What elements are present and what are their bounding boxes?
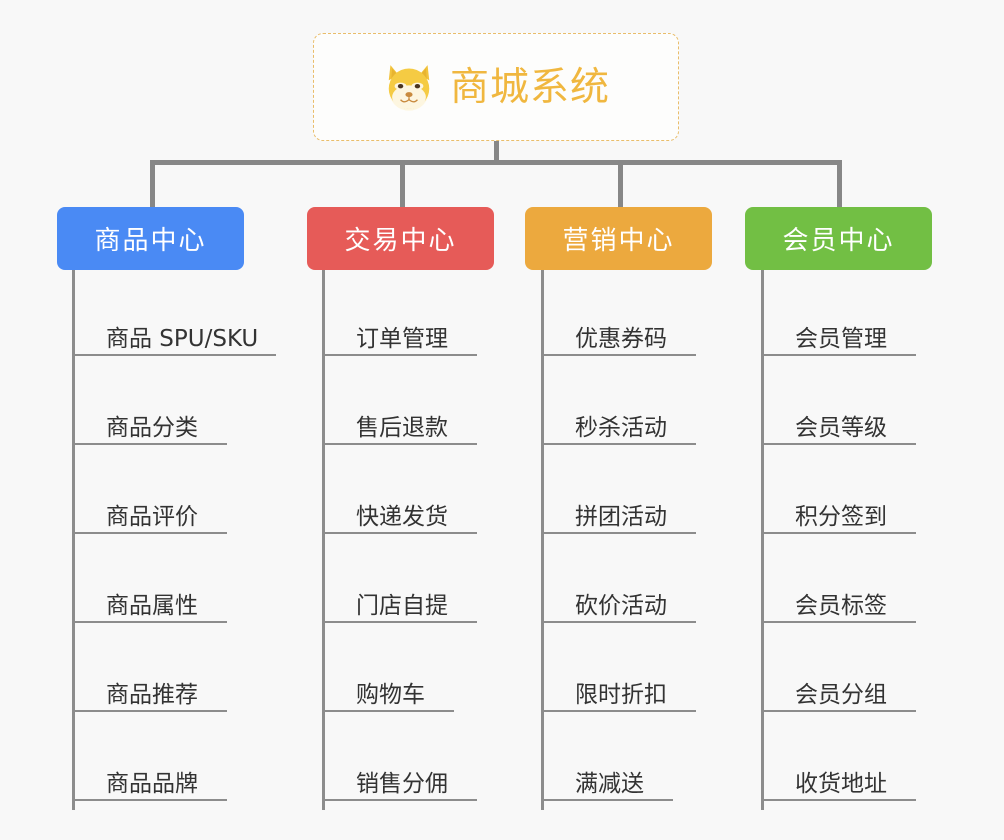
category-header-label-2: 营销中心	[562, 226, 675, 256]
leaf-label-3-3: 会员标签	[795, 592, 887, 619]
leaf-label-1-2: 快递发货	[356, 503, 448, 530]
leaf-label-3-1: 会员等级	[795, 414, 887, 441]
leaf-item-2-3[interactable]: 砍价活动	[541, 577, 696, 623]
leaf-label-1-4: 购物车	[356, 681, 425, 708]
leaf-spine-2	[541, 270, 544, 810]
leaf-item-3-1[interactable]: 会员等级	[761, 399, 916, 445]
leaf-item-2-1[interactable]: 秒杀活动	[541, 399, 696, 445]
category-header-0[interactable]: 商品中心	[57, 207, 244, 270]
leaf-item-3-2[interactable]: 积分签到	[761, 488, 916, 534]
category-header-3[interactable]: 会员中心	[745, 207, 932, 270]
leaf-item-0-2[interactable]: 商品评价	[72, 488, 227, 534]
leaf-label-3-4: 会员分组	[795, 681, 887, 708]
leaf-item-1-1[interactable]: 售后退款	[322, 399, 477, 445]
leaf-item-2-2[interactable]: 拼团活动	[541, 488, 696, 534]
leaf-item-0-4[interactable]: 商品推荐	[72, 666, 227, 712]
connector-drop-1	[150, 160, 155, 208]
shiba-dog-face-icon	[382, 60, 436, 114]
connector-drop-3	[618, 160, 623, 208]
leaf-item-0-1[interactable]: 商品分类	[72, 399, 227, 445]
leaf-item-1-2[interactable]: 快递发货	[322, 488, 477, 534]
leaf-label-3-5: 收货地址	[795, 770, 887, 797]
leaf-item-2-0[interactable]: 优惠券码	[541, 310, 696, 356]
root-node-shop-system[interactable]: 商城系统	[313, 33, 679, 141]
leaf-spine-3	[761, 270, 764, 810]
leaf-label-1-0: 订单管理	[356, 325, 448, 352]
leaf-label-0-1: 商品分类	[106, 414, 198, 441]
leaf-label-2-3: 砍价活动	[575, 592, 667, 619]
leaf-item-3-4[interactable]: 会员分组	[761, 666, 916, 712]
leaf-item-1-5[interactable]: 销售分佣	[322, 755, 477, 801]
leaf-label-0-4: 商品推荐	[106, 681, 198, 708]
leaf-label-2-0: 优惠券码	[575, 325, 667, 352]
leaf-label-0-0: 商品 SPU/SKU	[106, 325, 259, 352]
leaf-item-0-5[interactable]: 商品品牌	[72, 755, 227, 801]
category-header-1[interactable]: 交易中心	[307, 207, 494, 270]
leaf-label-0-3: 商品属性	[106, 592, 198, 619]
leaf-label-1-3: 门店自提	[356, 592, 448, 619]
leaf-item-1-0[interactable]: 订单管理	[322, 310, 477, 356]
connector-drop-4	[837, 160, 842, 208]
leaf-item-1-3[interactable]: 门店自提	[322, 577, 477, 623]
leaf-item-3-0[interactable]: 会员管理	[761, 310, 916, 356]
leaf-spine-0	[72, 270, 75, 810]
leaf-label-2-5: 满减送	[575, 770, 644, 797]
leaf-item-3-3[interactable]: 会员标签	[761, 577, 916, 623]
root-node-title: 商城系统	[449, 64, 610, 110]
leaf-item-1-4[interactable]: 购物车	[322, 666, 454, 712]
connector-root-stub	[494, 141, 499, 164]
category-header-label-0: 商品中心	[94, 226, 207, 256]
leaf-label-0-2: 商品评价	[106, 503, 198, 530]
leaf-item-3-5[interactable]: 收货地址	[761, 755, 916, 801]
leaf-label-1-1: 售后退款	[356, 414, 448, 441]
connector-drop-2	[400, 160, 405, 208]
leaf-item-0-3[interactable]: 商品属性	[72, 577, 227, 623]
leaf-label-1-5: 销售分佣	[356, 770, 448, 797]
leaf-label-0-5: 商品品牌	[106, 770, 198, 797]
leaf-spine-1	[322, 270, 325, 810]
leaf-label-2-2: 拼团活动	[575, 503, 667, 530]
leaf-item-2-4[interactable]: 限时折扣	[541, 666, 696, 712]
category-header-label-3: 会员中心	[782, 226, 895, 256]
category-header-2[interactable]: 营销中心	[525, 207, 712, 270]
leaf-label-3-2: 积分签到	[795, 503, 887, 530]
leaf-label-2-1: 秒杀活动	[575, 414, 667, 441]
category-header-label-1: 交易中心	[344, 226, 457, 256]
leaf-item-2-5[interactable]: 满减送	[541, 755, 673, 801]
connector-horizontal-bus	[150, 160, 842, 165]
leaf-item-0-0[interactable]: 商品 SPU/SKU	[72, 310, 276, 356]
leaf-label-3-0: 会员管理	[795, 325, 887, 352]
leaf-label-2-4: 限时折扣	[575, 681, 667, 708]
